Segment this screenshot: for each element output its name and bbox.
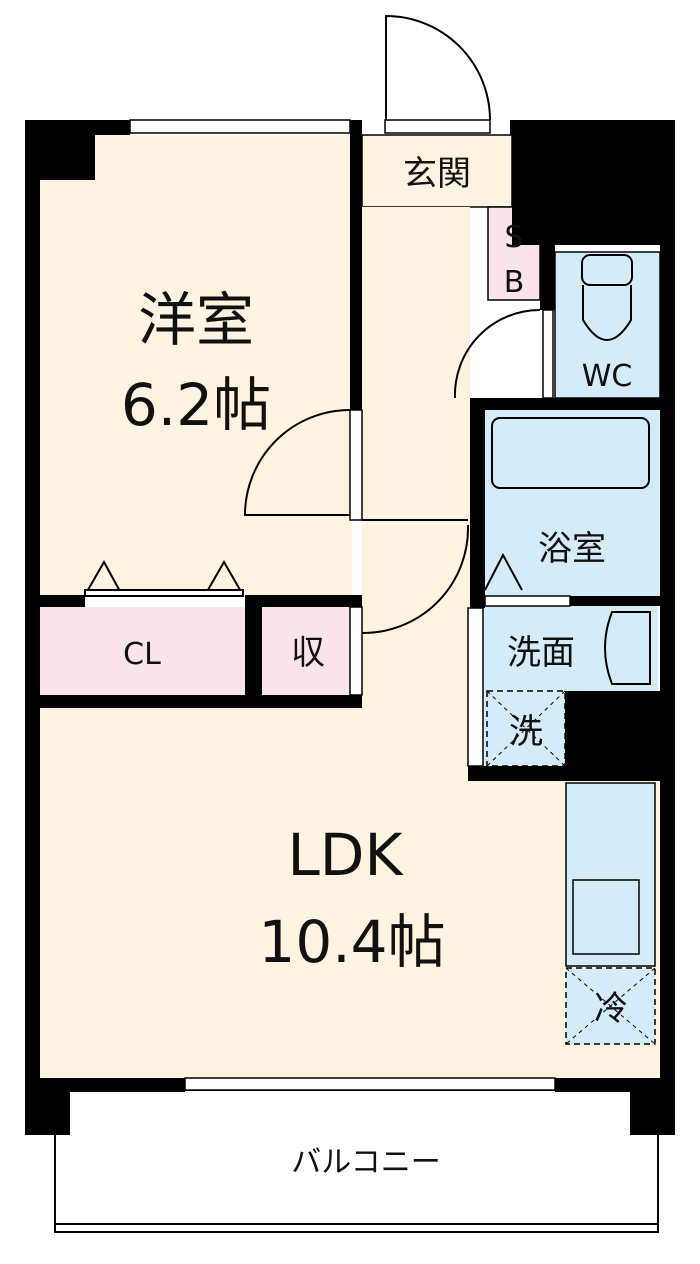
ldk-size: 10.4帖 — [258, 908, 445, 976]
entrance-label: 玄関 — [403, 154, 471, 194]
shoe-box-label-b: B — [504, 265, 525, 300]
washroom-label: 洗面 — [507, 633, 575, 673]
toilet-room — [554, 251, 661, 399]
western-room-size: 6.2帖 — [121, 371, 271, 439]
bath-label: 浴室 — [538, 529, 606, 569]
toilet-label: WC — [582, 359, 633, 394]
washer-label: 洗 — [509, 712, 543, 752]
ldk-name: LDK — [287, 821, 404, 889]
western-room — [40, 135, 352, 597]
entrance — [361, 134, 513, 208]
closet — [40, 607, 245, 695]
door-swings — [84, 14, 541, 635]
storage — [262, 607, 350, 695]
kitchen-counter — [565, 782, 656, 967]
toilet-icon — [581, 254, 633, 341]
windows — [129, 119, 571, 1091]
corridor — [362, 207, 470, 707]
balcony: バルコニー — [54, 1089, 659, 1233]
bathroom — [485, 410, 660, 598]
western-room-name: 洋室 — [138, 286, 254, 354]
bathtub-icon — [491, 417, 650, 489]
balcony-label: バルコニー — [291, 1145, 440, 1180]
closet-label: CL — [123, 637, 161, 672]
sink-icon — [604, 611, 651, 685]
walls — [25, 120, 675, 1135]
fridge-label: 冷 — [594, 989, 628, 1029]
storage-label: 収 — [291, 633, 325, 673]
shoe-box-label-s: S — [504, 220, 523, 255]
